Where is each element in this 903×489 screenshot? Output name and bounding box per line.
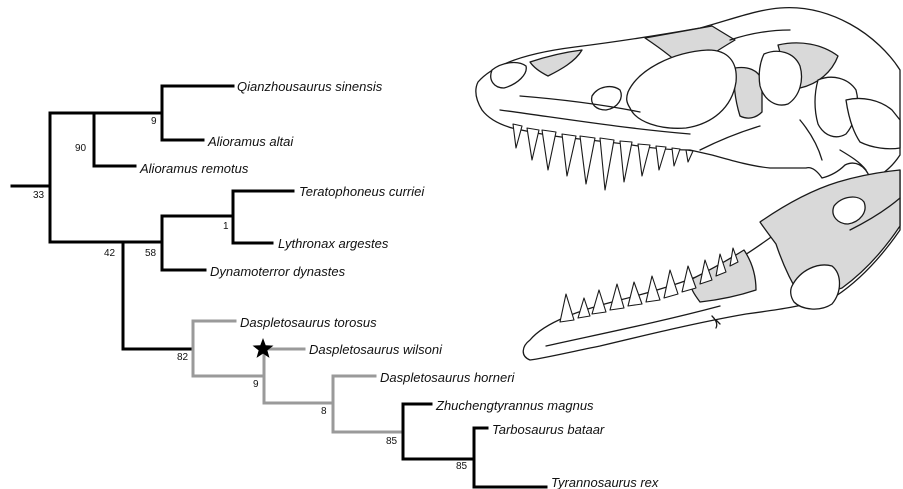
orbit <box>759 51 801 105</box>
lower-tooth <box>560 294 574 322</box>
taxon-label-tyrannosaurus: Tyrannosaurus rex <box>551 475 659 489</box>
upper-tooth <box>562 134 576 176</box>
upper-tooth <box>638 144 650 176</box>
upper-tooth <box>686 150 693 162</box>
support-value-root: 33 <box>33 190 45 201</box>
taxon-label-alioramus-altai: Alioramus altai <box>207 134 294 149</box>
upper-tooth <box>580 136 595 184</box>
support-value-wilsoni-node: 9 <box>253 379 259 390</box>
support-value-tarbosaurus-tyrannosaurus: 85 <box>456 461 468 472</box>
support-value-teratophoneus-lythronax: 1 <box>223 221 229 232</box>
support-value-alioramini: 90 <box>75 143 87 154</box>
upper-tooth <box>600 138 614 190</box>
upper-tooth <box>527 128 539 160</box>
lower-tooth <box>628 282 642 306</box>
support-value-zhuchengtyrannus-node: 85 <box>386 436 398 447</box>
lower-tooth <box>592 290 606 314</box>
upper-tooth <box>672 148 680 166</box>
upper-tooth <box>656 146 666 170</box>
taxon-label-teratophoneus: Teratophoneus curriei <box>299 184 425 199</box>
lower-tooth <box>578 298 590 318</box>
support-value-qian-altai: 9 <box>151 116 157 127</box>
taxon-label-daspletosaurus-torosus: Daspletosaurus torosus <box>240 315 377 330</box>
upper-tooth <box>542 130 556 170</box>
lower-tooth <box>610 284 624 310</box>
cranium-shade-postorbital <box>734 68 762 119</box>
taxon-label-daspletosaurus-horneri: Daspletosaurus horneri <box>380 370 516 385</box>
taxon-label-alioramus-remotus: Alioramus remotus <box>139 161 249 176</box>
taxon-label-tarbosaurus: Tarbosaurus bataar <box>492 422 605 437</box>
support-value-daspletosaurus-grade: 82 <box>177 352 189 363</box>
taxon-label-daspletosaurus-wilsoni: Daspletosaurus wilsoni <box>309 342 443 357</box>
support-value-horneri-node: 8 <box>321 406 327 417</box>
mandible-drawing <box>523 170 900 360</box>
support-value-tyrannosaurinae: 42 <box>104 248 116 259</box>
support-value-teratophoneini: 58 <box>145 248 157 259</box>
taxon-label-qianzhousaurus: Qianzhousaurus sinensis <box>237 79 383 94</box>
taxon-label-lythronax: Lythronax argestes <box>278 236 389 251</box>
taxon-label-dynamoterror: Dynamoterror dynastes <box>210 264 346 279</box>
upper-tooth <box>620 141 632 182</box>
tyrannosaur-skull-icon <box>476 8 900 360</box>
upper-tooth <box>513 124 522 148</box>
taxon-label-zhuchengtyrannus: Zhuchengtyrannus magnus <box>435 398 594 413</box>
